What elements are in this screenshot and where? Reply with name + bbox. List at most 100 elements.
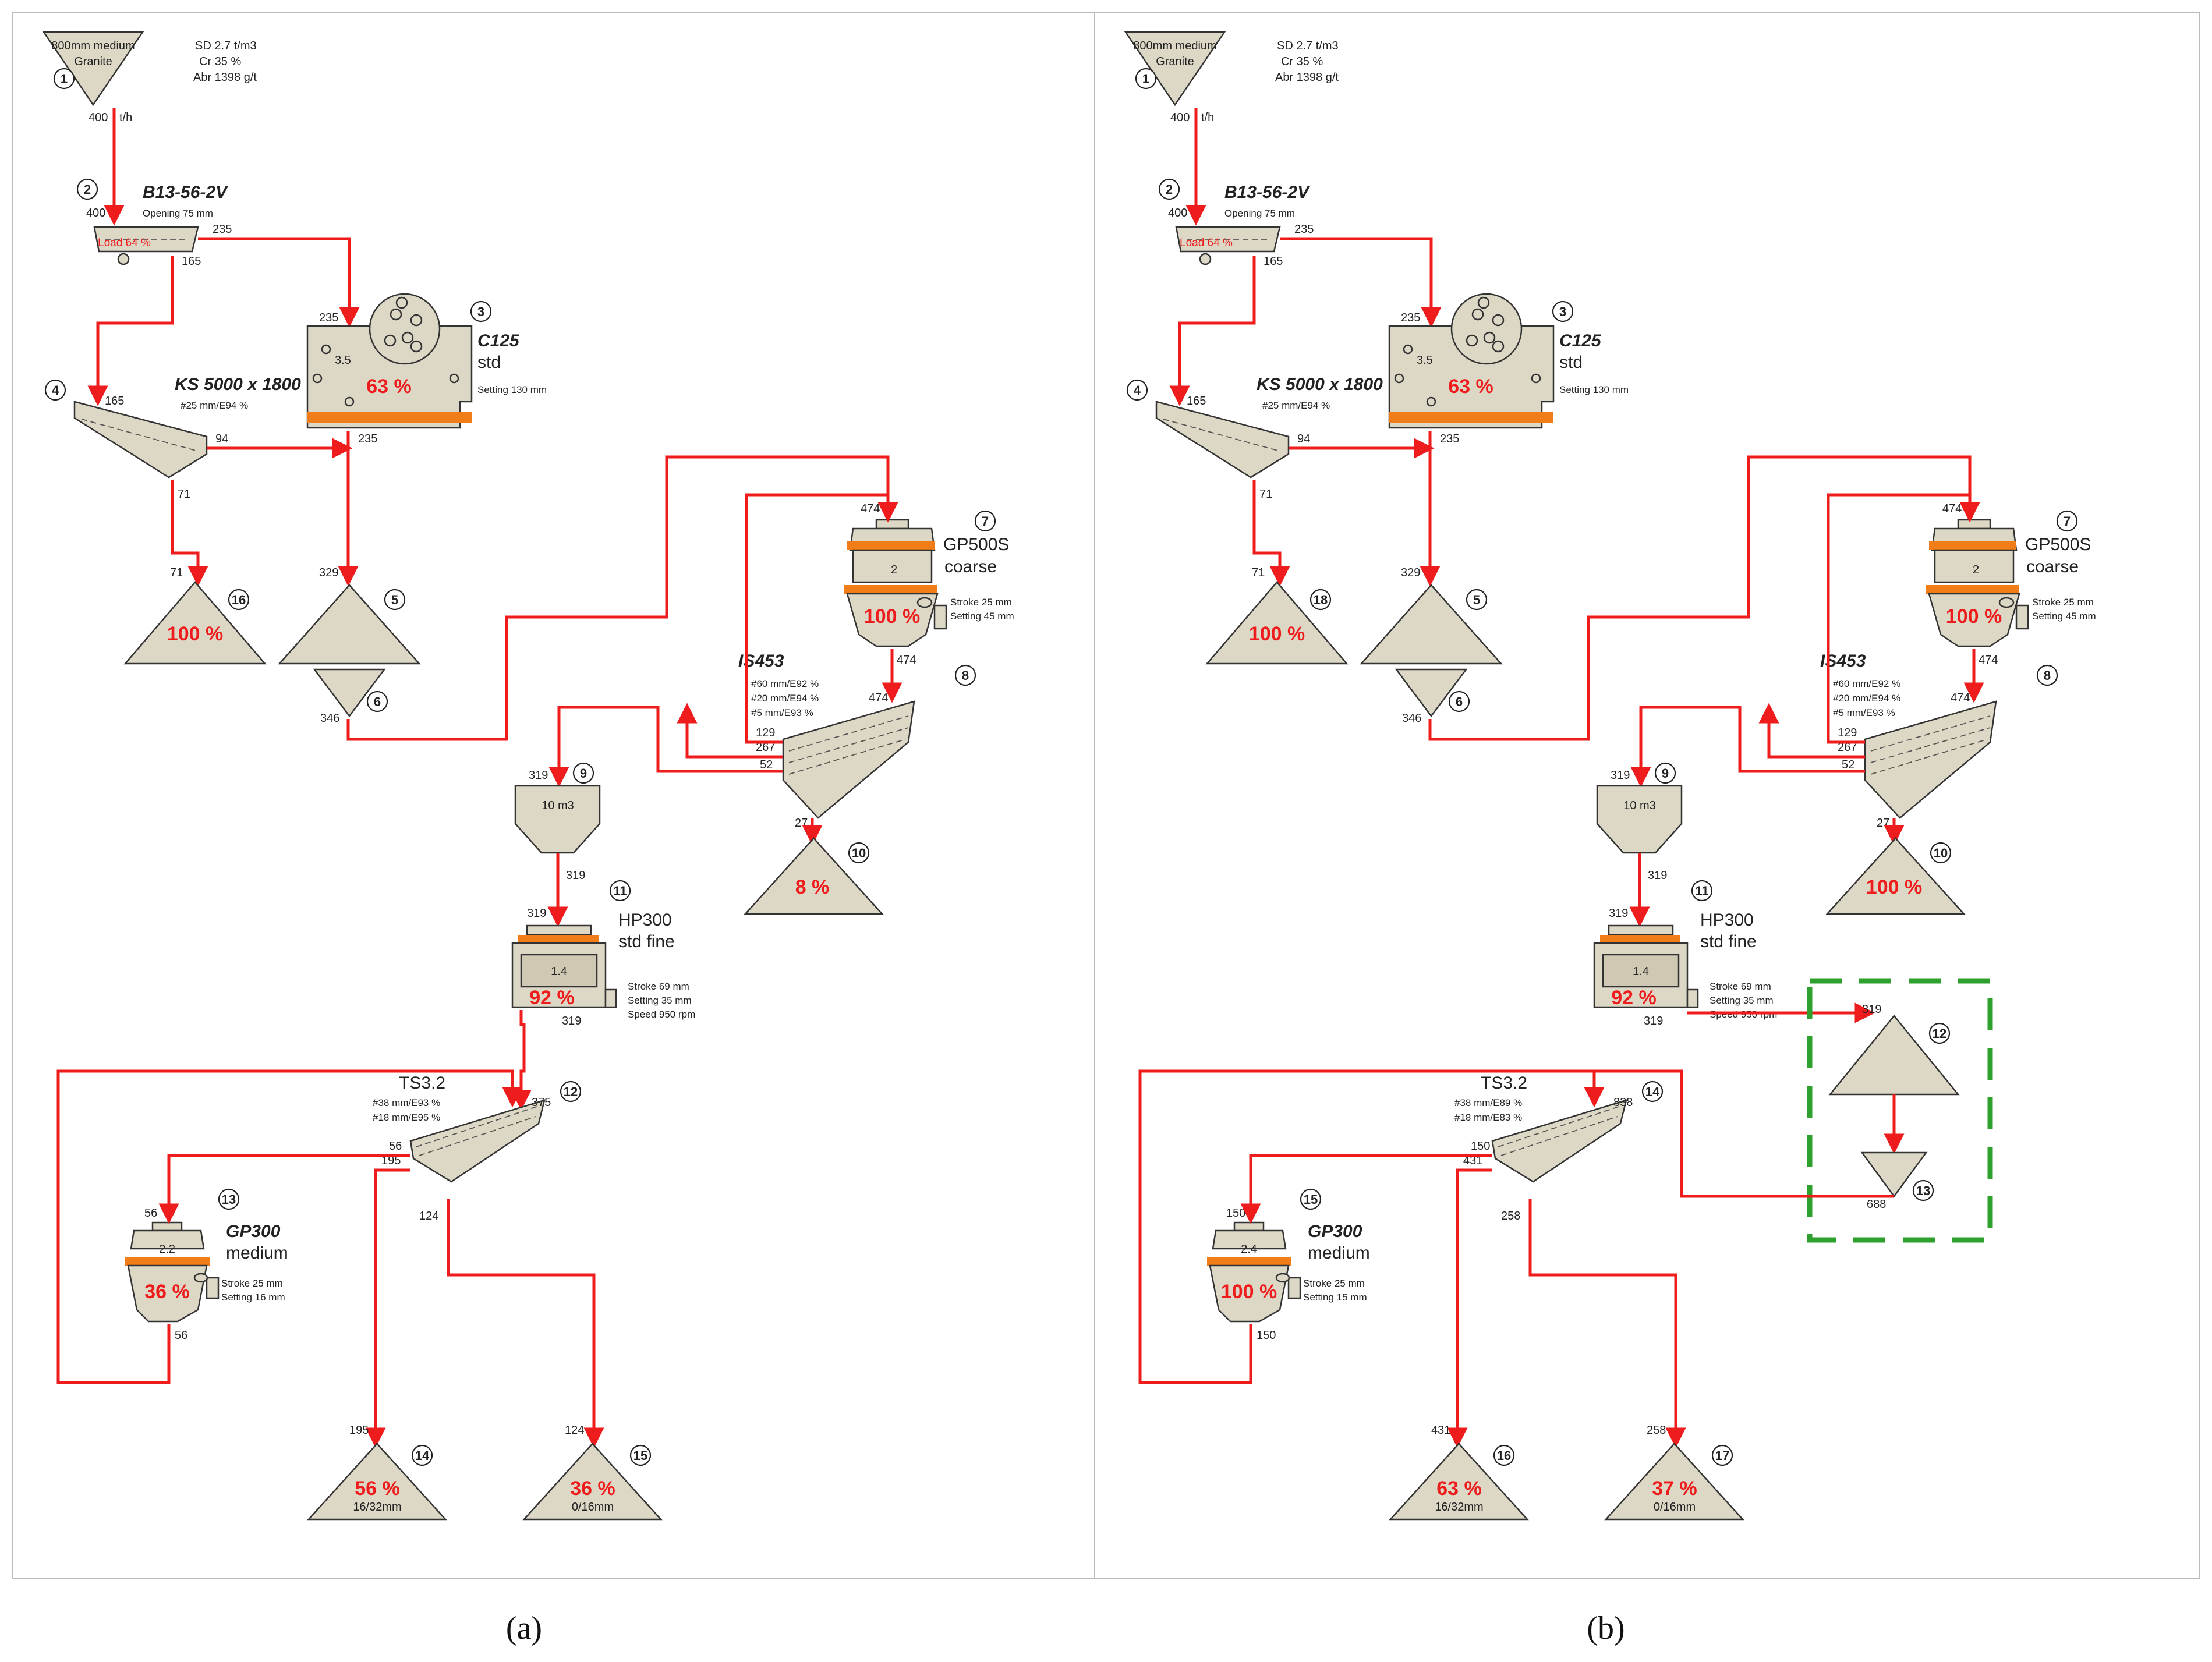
cone2-pct: 92 % xyxy=(1611,987,1657,1009)
screen3-deck-2: #18 mm/E83 % xyxy=(1454,1112,1522,1123)
cone3-out: 56 xyxy=(175,1329,187,1342)
jaw-name-2: std xyxy=(1559,353,1583,372)
screen2-deck-3: #5 mm/E93 % xyxy=(1833,707,1895,718)
screen2-in: 474 xyxy=(1951,692,1970,704)
feeder-out-bot: 165 xyxy=(182,255,201,268)
jaw-flywheel-hole xyxy=(1471,308,1484,321)
cone1-name: GP500S xyxy=(2025,535,2091,554)
flow-feeder6-to-cone1 xyxy=(1428,455,1980,741)
cone2-stroke: Stroke 69 mm xyxy=(1710,981,1771,992)
jaw-flywheel-hole xyxy=(1492,340,1505,353)
cone2-top xyxy=(1608,924,1674,936)
feed-label-2: Granite xyxy=(74,55,112,68)
product-1-in: 195 xyxy=(349,1424,369,1437)
feeder-6-badge-circle xyxy=(1448,690,1470,713)
scalp-name: KS 5000 x 1800 xyxy=(175,375,301,394)
feeder-wheel xyxy=(117,253,130,265)
cone3-upper xyxy=(1212,1229,1287,1250)
jaw-setting: Setting 130 mm xyxy=(477,384,547,395)
bin-badge-circle xyxy=(572,762,594,784)
cone2-badge: 11 xyxy=(613,884,627,898)
cone1-out: 474 xyxy=(1979,654,1998,667)
screen2-deck-line-2 xyxy=(788,727,909,763)
stockpile-scalp xyxy=(123,581,267,665)
feeder-body xyxy=(1175,226,1281,253)
fines-badge: 10 xyxy=(1934,846,1948,860)
cone1-name-2: coarse xyxy=(2026,557,2079,576)
jaw-flywheel-hole xyxy=(1466,334,1478,347)
cone1-stroke: Stroke 25 mm xyxy=(2032,597,2094,608)
cone2-band xyxy=(1600,935,1680,943)
cone2-motor xyxy=(604,988,617,1008)
jaw-flywheel-hole xyxy=(1492,314,1505,327)
cone2-ratio: 1.4 xyxy=(551,965,567,978)
cone3-in: 56 xyxy=(144,1207,157,1220)
flow-feeder-to-scalp xyxy=(87,256,174,406)
feed-unit: t/h xyxy=(1201,111,1214,124)
jaw-pct: 63 % xyxy=(1448,375,1493,398)
cone3-ratio: 2.2 xyxy=(159,1243,175,1256)
jaw-badge-circle xyxy=(470,300,492,323)
cone1-out: 474 xyxy=(897,654,916,667)
cone3-setting: Setting 16 mm xyxy=(221,1292,285,1303)
product-1-label: 16/32mm xyxy=(353,1501,401,1514)
cone1-stroke: Stroke 25 mm xyxy=(950,597,1012,608)
feeder-badge: 2 xyxy=(1166,182,1173,197)
screen2-badge: 8 xyxy=(2044,668,2051,683)
feeder-out-top: 235 xyxy=(213,223,232,236)
stockpile-scalp-in: 71 xyxy=(1252,566,1265,579)
cone3-body xyxy=(127,1264,208,1323)
screen3-name: TS3.2 xyxy=(399,1073,445,1093)
jaw-flywheel-hole xyxy=(410,340,423,353)
jaw-name-2: std xyxy=(477,353,501,372)
feeder-opening: Opening 75 mm xyxy=(143,208,213,219)
cone3-stroke: Stroke 25 mm xyxy=(221,1278,283,1289)
feed-prop-abr: Abr 1398 g/t xyxy=(193,71,257,84)
product-2-pile xyxy=(1604,1443,1744,1521)
screen2-f3: 52 xyxy=(1842,759,1854,771)
panel-caption: (a) xyxy=(506,1610,542,1646)
cone3-pulley xyxy=(193,1273,208,1283)
screen2-deck-line-2 xyxy=(1870,727,1991,763)
pile-badge: 5 xyxy=(391,593,398,607)
stockpile-scalp-badge-circle xyxy=(228,589,250,611)
screen3-name: TS3.2 xyxy=(1481,1073,1527,1093)
pile-12-badge: 12 xyxy=(1933,1026,1946,1041)
feed-badge-circle xyxy=(53,68,75,90)
scalp-badge-circle xyxy=(44,379,66,401)
bin-body xyxy=(1596,785,1683,854)
stockpile-scalp-badge-circle xyxy=(1309,589,1332,611)
pile-badge: 5 xyxy=(1473,593,1480,607)
cone2-name: HP300 xyxy=(618,910,672,930)
jaw-out: 235 xyxy=(1440,433,1459,445)
bin-out: 319 xyxy=(566,869,585,882)
product-1-badge-circle xyxy=(411,1444,433,1466)
pile-12-badge-circle xyxy=(1928,1022,1951,1044)
cone1-name: GP500S xyxy=(943,535,1009,554)
cone2-badge-circle xyxy=(1691,880,1713,902)
feeder-6 xyxy=(313,668,386,718)
jaw-flywheel-hole xyxy=(395,296,408,309)
bin-out: 319 xyxy=(1648,869,1667,882)
jaw-badge: 3 xyxy=(477,304,484,319)
scalp-badge-circle xyxy=(1126,379,1148,401)
feeder-opening: Opening 75 mm xyxy=(1224,208,1295,219)
cone2-ratio: 1.4 xyxy=(1633,965,1649,978)
bin-label: 10 m3 xyxy=(1623,799,1656,812)
bin-label: 10 m3 xyxy=(542,799,574,812)
screen3-deck-line-1 xyxy=(416,1105,539,1147)
cone3-stroke: Stroke 25 mm xyxy=(1303,1278,1365,1289)
feed-unit: t/h xyxy=(119,111,132,124)
feeder-badge: 2 xyxy=(84,182,91,197)
feeder-name: B13-56-2V xyxy=(143,183,229,202)
cone3-top xyxy=(151,1221,183,1232)
flow-screen3-to-cone3 xyxy=(158,1154,410,1224)
fines-badge: 10 xyxy=(852,846,866,860)
cone3-motor xyxy=(1287,1277,1301,1299)
feeder-load: Load 64 % xyxy=(98,237,151,249)
jaw-bolt xyxy=(1426,396,1436,407)
feed-hopper xyxy=(1124,31,1226,107)
cone1-name-2: coarse xyxy=(944,557,997,576)
